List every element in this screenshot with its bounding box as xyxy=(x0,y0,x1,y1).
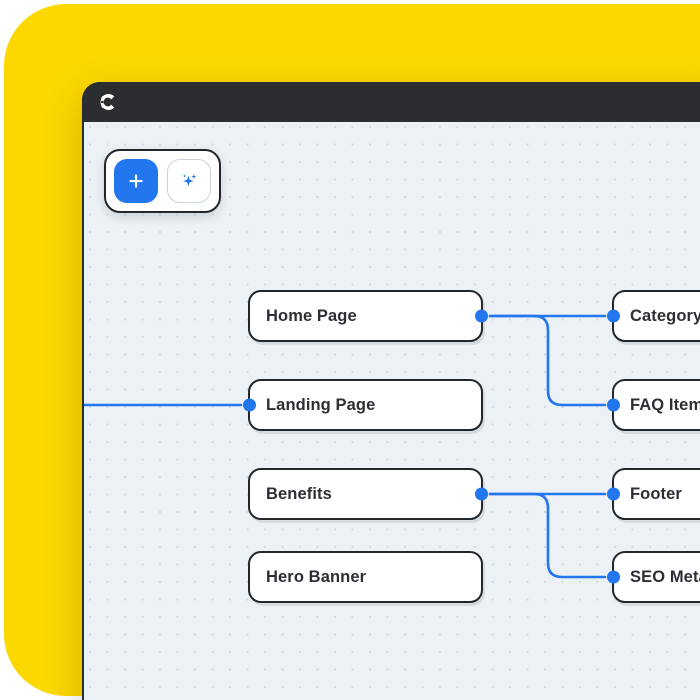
flow-node-label: Category P xyxy=(630,306,700,325)
flow-node-hero-banner[interactable]: Hero Banner xyxy=(248,551,483,603)
flow-node-benefits[interactable]: Benefits xyxy=(248,468,488,520)
node-output-port[interactable] xyxy=(475,309,488,323)
flow-node-label: Landing Page xyxy=(266,395,376,414)
flow-node-label: SEO Metad xyxy=(630,567,700,586)
node-output-port[interactable] xyxy=(475,487,488,501)
edge-benefits-to-seo[interactable] xyxy=(488,492,607,579)
flow-node-label: FAQ Item xyxy=(630,395,700,414)
ai-generate-button[interactable] xyxy=(167,159,211,203)
edge-home-to-faq[interactable] xyxy=(488,314,607,407)
floating-toolbar xyxy=(104,149,221,213)
flow-node-label: Benefits xyxy=(266,484,332,503)
node-input-port[interactable] xyxy=(607,398,620,412)
flow-node-landing-page[interactable]: Landing Page xyxy=(243,379,483,431)
flow-node-home-page[interactable]: Home Page xyxy=(248,290,488,342)
plus-icon xyxy=(129,174,143,188)
node-input-port[interactable] xyxy=(607,487,620,501)
flow-node-category-page[interactable]: Category P xyxy=(607,290,700,342)
flow-node-label: Home Page xyxy=(266,306,357,325)
flow-node-footer[interactable]: Footer xyxy=(607,468,700,520)
flow-node-label: Footer xyxy=(630,484,682,503)
node-input-port[interactable] xyxy=(243,398,256,412)
codi-c-logo-icon xyxy=(96,91,118,113)
flow-node-faq-item[interactable]: FAQ Item xyxy=(607,379,700,431)
node-input-port[interactable] xyxy=(607,309,620,323)
flow-node-label: Hero Banner xyxy=(266,567,367,586)
flow-node-seo-metadata[interactable]: SEO Metad xyxy=(607,551,700,603)
window-titlebar xyxy=(82,82,700,122)
node-input-port[interactable] xyxy=(607,570,620,584)
sparkles-icon xyxy=(182,174,197,187)
add-node-button[interactable] xyxy=(114,159,158,203)
